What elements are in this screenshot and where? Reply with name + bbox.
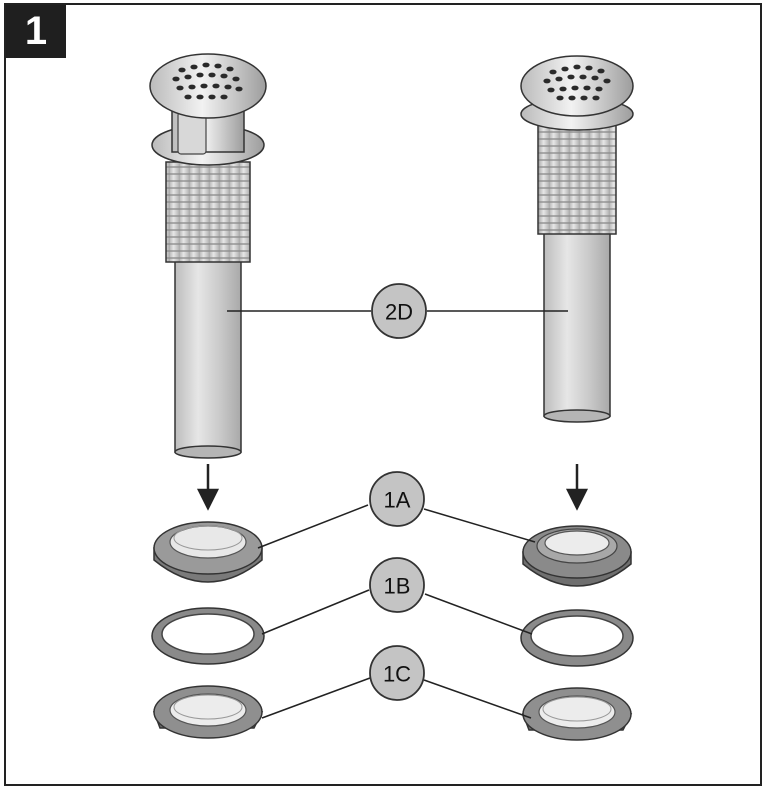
callout-1a-label: 1A — [384, 488, 411, 513]
leader-lines — [227, 310, 568, 719]
left-upper-nut — [153, 521, 263, 583]
right-washer — [520, 609, 634, 667]
right-drain-assembly — [520, 55, 634, 423]
callout-1c: 1C — [369, 645, 425, 701]
callout-1c-label: 1C — [383, 662, 411, 687]
step-number-badge: 1 — [6, 5, 66, 58]
right-drain-grid-holes — [543, 64, 611, 101]
left-lower-nut — [152, 685, 264, 739]
right-drain-grid-cap — [520, 55, 634, 117]
callout-1a: 1A — [369, 471, 425, 527]
left-washer — [151, 607, 265, 665]
left-drain-threaded-body — [165, 161, 251, 263]
left-drain-tailpiece — [174, 249, 242, 453]
left-insert-arrow — [196, 464, 220, 511]
right-insert-arrow — [565, 464, 589, 511]
right-drain-threaded-body — [537, 117, 617, 235]
callout-2d: 2D — [371, 283, 427, 339]
callout-1b: 1B — [369, 557, 425, 613]
right-lower-nut — [521, 687, 633, 741]
callout-1b-label: 1B — [384, 574, 411, 599]
callout-2d-label: 2D — [385, 300, 413, 325]
left-drain-grid-holes — [172, 62, 243, 100]
left-drain-tailpiece-end — [174, 445, 242, 459]
right-drain-tailpiece — [543, 227, 611, 417]
diagram-frame — [4, 3, 762, 786]
left-drain-assembly — [149, 53, 267, 459]
right-drain-tailpiece-end — [543, 409, 611, 423]
right-upper-nut — [522, 525, 632, 587]
